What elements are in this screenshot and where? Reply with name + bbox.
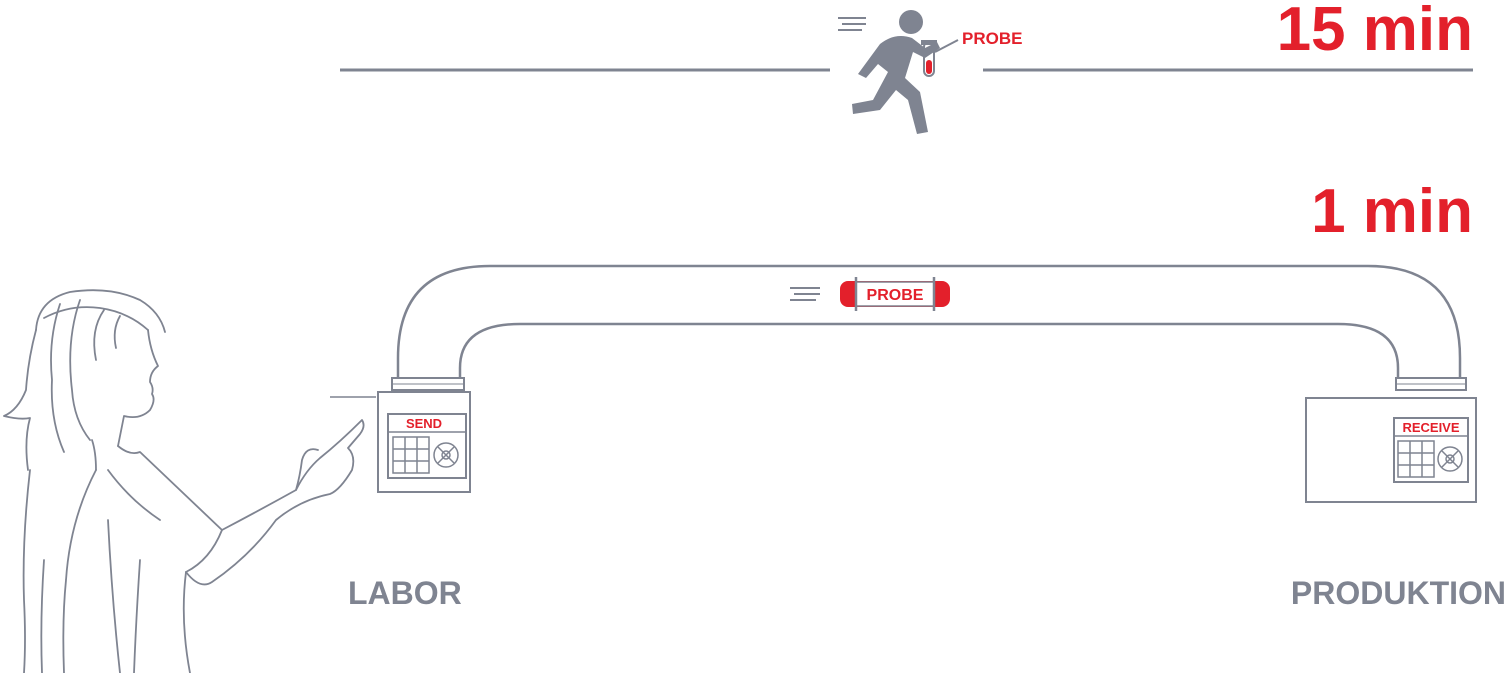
receive-control-panel[interactable]: RECEIVE	[1393, 417, 1469, 483]
running-person-icon	[852, 10, 940, 134]
pneumatic-time-label: 1 min	[1311, 177, 1473, 246]
woman-pointing-illustration	[3, 289, 365, 674]
test-tube-icon	[921, 40, 937, 77]
produktion-station-label: PRODUKTION	[1291, 575, 1506, 611]
receive-keypad[interactable]	[1397, 440, 1435, 478]
send-control-panel[interactable]: SEND	[387, 413, 467, 479]
send-keypad[interactable]	[392, 436, 430, 474]
runner-speed-lines	[838, 17, 866, 31]
capsule-probe-label: PROBE	[867, 287, 924, 304]
runner-label-pointer	[934, 39, 959, 53]
runner-probe-label: PROBE	[962, 29, 1022, 48]
capsule-speed-lines	[790, 287, 820, 301]
send-button-label: SEND	[406, 416, 442, 431]
receive-button-label: RECEIVE	[1402, 420, 1459, 435]
manual-transport-row: PROBE 15 min	[340, 0, 1473, 134]
pneumatic-tube	[396, 264, 1462, 380]
receive-dial-icon[interactable]	[1437, 446, 1463, 472]
receive-station: RECEIVE	[1305, 377, 1477, 503]
manual-time-label: 15 min	[1277, 0, 1473, 64]
probe-capsule: PROBE	[840, 277, 950, 311]
send-dial-icon[interactable]	[433, 442, 459, 468]
pneumatic-row: 1 min PROBE SEND	[330, 177, 1477, 503]
send-station: SEND	[377, 377, 471, 493]
labor-station-label: LABOR	[348, 575, 462, 611]
